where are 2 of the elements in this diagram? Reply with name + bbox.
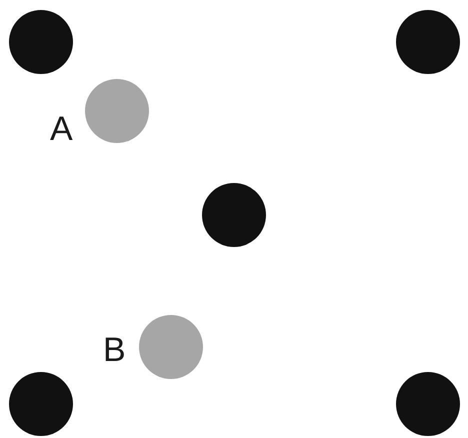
point-label: B bbox=[103, 333, 126, 367]
point-label: A bbox=[50, 112, 73, 146]
